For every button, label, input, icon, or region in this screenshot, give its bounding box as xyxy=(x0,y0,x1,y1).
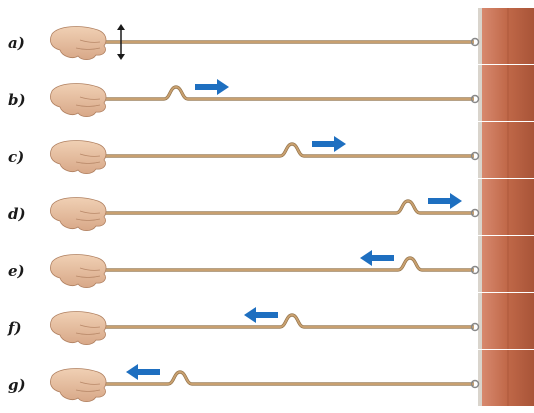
up-arrowhead-icon xyxy=(117,24,125,30)
hand-icon xyxy=(50,311,107,346)
finger-crease xyxy=(79,39,101,43)
finger-crease xyxy=(75,275,101,278)
row-f: f) xyxy=(7,293,534,349)
row-c: c) xyxy=(8,122,534,178)
wall-ring xyxy=(470,208,480,218)
hand-icon xyxy=(50,254,107,289)
finger-crease xyxy=(79,210,101,214)
finger-crease xyxy=(75,161,101,164)
finger-crease xyxy=(75,332,101,335)
hand-shape xyxy=(50,83,107,118)
row-label: d) xyxy=(8,205,26,223)
rope xyxy=(100,313,474,328)
finger-crease xyxy=(79,96,101,100)
left-arrow-icon xyxy=(360,250,394,266)
arrow-shape xyxy=(244,307,278,323)
row-label: a) xyxy=(8,34,25,52)
finger-crease xyxy=(75,104,101,107)
wall-edge xyxy=(478,8,482,64)
hand-shape xyxy=(50,26,107,61)
hand-icon xyxy=(50,140,107,175)
arrow-shape xyxy=(126,364,160,380)
hand-shape xyxy=(50,311,107,346)
wall-edge xyxy=(478,236,482,292)
wall-ring xyxy=(470,37,480,47)
wall-ring xyxy=(470,151,480,161)
hand-shape xyxy=(50,140,107,175)
finger-crease xyxy=(79,153,101,157)
wall-edge xyxy=(478,179,482,235)
left-arrow-icon xyxy=(244,307,278,323)
wall-ring xyxy=(470,322,480,332)
finger-crease xyxy=(75,389,101,392)
wall-edge xyxy=(478,122,482,178)
rope xyxy=(100,142,474,157)
row-label: f) xyxy=(7,319,22,337)
row-label: g) xyxy=(8,376,26,394)
rope-shadow xyxy=(100,85,474,101)
rows-layer: a) b) c) d) e) f) g) xyxy=(7,8,534,406)
arrow-shape xyxy=(360,250,394,266)
row-label: b) xyxy=(8,91,26,109)
hand-shape xyxy=(50,368,107,403)
finger-crease xyxy=(79,381,101,385)
hand-icon xyxy=(50,368,107,403)
row-e: e) xyxy=(8,236,534,292)
row-label: c) xyxy=(8,148,24,166)
row-d: d) xyxy=(8,179,534,235)
arrow-shape xyxy=(195,79,229,95)
right-arrow-icon xyxy=(428,193,462,209)
rope xyxy=(100,85,474,100)
down-arrowhead-icon xyxy=(117,54,125,60)
arrow-shape xyxy=(428,193,462,209)
wall-edge xyxy=(478,350,482,406)
right-arrow-icon xyxy=(195,79,229,95)
arrow-shape xyxy=(312,136,346,152)
left-arrow-icon xyxy=(126,364,160,380)
wall-ring xyxy=(470,379,480,389)
wall-ring xyxy=(470,265,480,275)
wall-edge xyxy=(478,65,482,121)
rope xyxy=(100,256,474,271)
row-a: a) xyxy=(8,8,534,64)
rope xyxy=(100,199,474,214)
hand-icon xyxy=(50,197,107,232)
hand-icon xyxy=(50,26,107,61)
row-b: b) xyxy=(8,65,534,121)
wall-ring xyxy=(470,94,480,104)
hand-icon xyxy=(50,83,107,118)
finger-crease xyxy=(79,267,101,271)
finger-crease xyxy=(79,324,101,328)
hand-shape xyxy=(50,254,107,289)
hand-shape xyxy=(50,197,107,232)
wall-edge xyxy=(478,293,482,349)
row-label: e) xyxy=(8,262,25,280)
rope xyxy=(100,370,474,385)
right-arrow-icon xyxy=(312,136,346,152)
finger-crease xyxy=(75,47,101,50)
row-g: g) xyxy=(8,350,534,406)
finger-crease xyxy=(75,218,101,221)
